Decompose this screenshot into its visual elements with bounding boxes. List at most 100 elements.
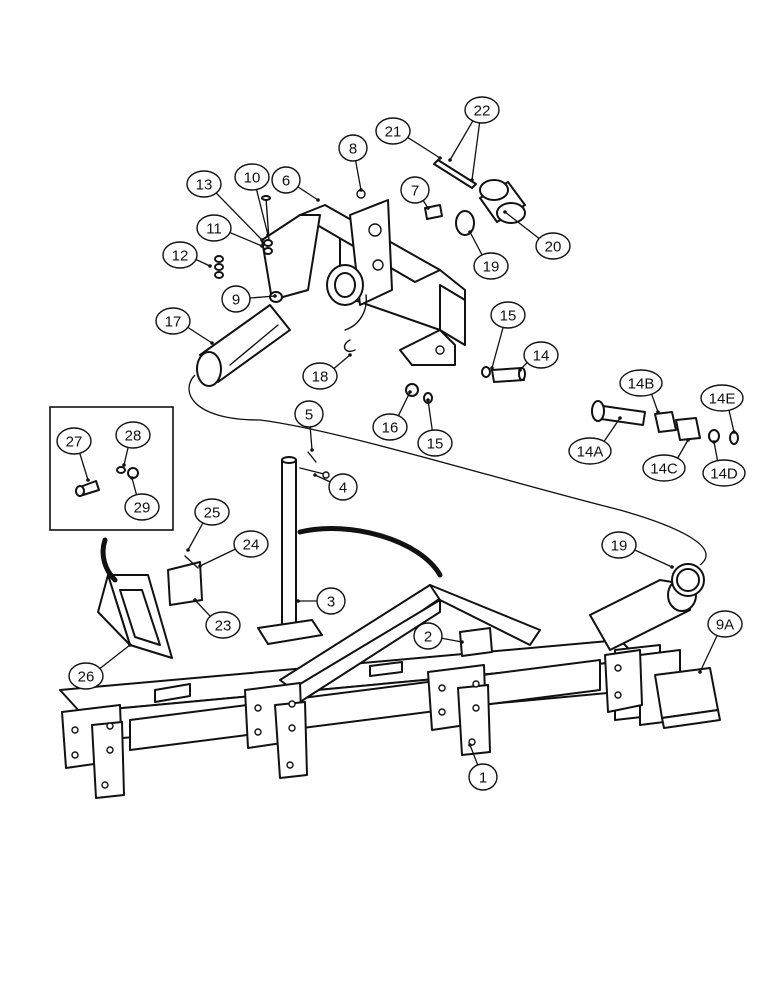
callout-c19b: 19 (601, 531, 637, 559)
callout-number: 3 (327, 594, 335, 611)
leader-tip (656, 410, 660, 414)
leader-line (603, 417, 621, 442)
callout-number: 25 (204, 505, 221, 522)
leader-tip (198, 564, 202, 568)
leader-line (187, 326, 213, 344)
callout-balloon (196, 214, 232, 242)
callout-balloon (468, 763, 498, 791)
leader-line (651, 393, 659, 413)
leader-tip (468, 743, 472, 747)
leader-tip (732, 430, 736, 434)
leader-line (297, 186, 319, 201)
callout-number: 14 (533, 348, 550, 365)
callout-c26: 26 (68, 662, 104, 690)
leader-tip (130, 476, 134, 480)
leader-tip (426, 206, 430, 210)
callout-c18: 18 (302, 362, 338, 390)
hose-arc (297, 526, 443, 578)
callout-balloon (194, 498, 230, 526)
callout-number: 6 (282, 173, 290, 190)
callout-balloon (155, 307, 191, 335)
callout-number: 4 (339, 480, 347, 497)
shank-bracket (427, 664, 491, 756)
leader-line (449, 120, 474, 161)
callout-balloon (523, 341, 559, 369)
callout-balloon (115, 421, 151, 449)
callout-number: 27 (66, 434, 83, 451)
callout-c6: 6 (271, 166, 301, 194)
leader-tip (273, 294, 277, 298)
leader-tip (316, 198, 320, 202)
parking-stand (257, 451, 330, 645)
callout-c1: 1 (468, 763, 498, 791)
callout-c17: 17 (155, 307, 191, 335)
callout-number: 10 (244, 170, 261, 187)
callout-c29: 29 (124, 493, 160, 521)
leader-tip (313, 473, 317, 477)
callout-balloon (707, 610, 743, 638)
leader-line (397, 391, 411, 416)
leader-tip (310, 448, 314, 452)
callout-number: 23 (215, 618, 232, 635)
leader-line (713, 441, 719, 461)
callout-balloon (490, 301, 526, 329)
hose-arc-left (100, 537, 118, 583)
callout-balloon (186, 170, 222, 198)
leader-tip (618, 416, 622, 420)
pin-21 (433, 159, 477, 189)
callout-c12: 12 (162, 241, 198, 269)
leader-lines (79, 120, 736, 766)
callout-balloon (372, 413, 408, 441)
callout-balloon (535, 232, 571, 260)
callout-balloon (56, 427, 92, 455)
leader-tip (468, 230, 472, 234)
leader-line (187, 522, 204, 551)
callout-number: 11 (206, 221, 222, 238)
leader-line (199, 548, 236, 567)
leader-tip (460, 640, 464, 644)
callout-c13: 13 (186, 170, 222, 198)
callout-number: 22 (474, 103, 491, 120)
leader-line (333, 354, 351, 370)
callout-number: 12 (172, 248, 189, 265)
leader-line (471, 122, 481, 181)
leader-line (491, 327, 504, 369)
pin-kit-14a-14e (591, 400, 739, 445)
leader-tip (518, 368, 522, 372)
callout-balloon (302, 362, 338, 390)
callout-balloon (124, 493, 160, 521)
leader-line (309, 426, 313, 451)
callout-number: 14D (710, 466, 738, 483)
leader-tip (86, 478, 90, 482)
callout-number: 16 (382, 420, 399, 437)
leader-line (249, 295, 276, 299)
leader-tip (260, 244, 264, 248)
callout-balloon (234, 163, 270, 191)
callout-balloon (568, 437, 612, 465)
leader-line (469, 744, 479, 766)
fitting-18 (343, 339, 356, 352)
callout-c3: 3 (316, 587, 346, 615)
callout-balloon (619, 369, 663, 397)
callout-c15b: 15 (417, 429, 453, 457)
leader-tip (686, 438, 690, 442)
callout-balloon (328, 473, 358, 501)
callout-c21: 21 (375, 117, 411, 145)
leader-tip (186, 548, 190, 552)
callout-c23: 23 (205, 611, 241, 639)
leader-line (99, 644, 131, 670)
callout-c8: 8 (338, 134, 368, 162)
callout-c10: 10 (234, 163, 270, 191)
callout-number: 13 (196, 177, 213, 194)
callout-number: 14A (577, 444, 604, 461)
callout-balloon (271, 166, 301, 194)
callout-number: 17 (165, 314, 182, 331)
leader-line (123, 447, 129, 466)
leader-tip (359, 188, 363, 192)
callout-c9: 9 (221, 285, 251, 313)
callout-c4: 4 (328, 473, 358, 501)
callout-c20: 20 (535, 232, 571, 260)
mounting-hardware (214, 195, 273, 279)
hose-cover-17 (196, 304, 291, 387)
